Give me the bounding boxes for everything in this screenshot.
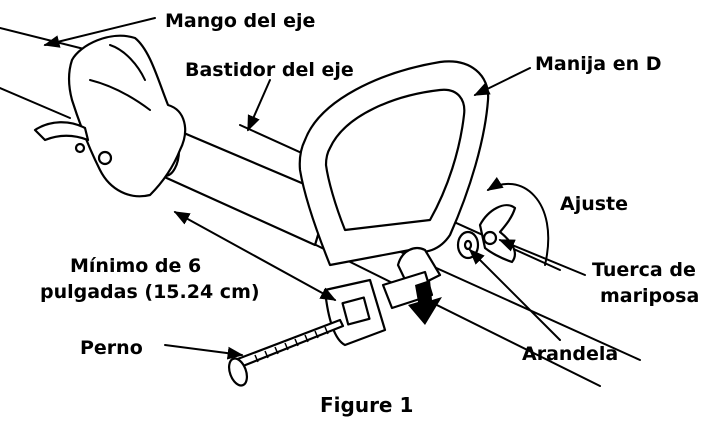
leader-washer — [468, 248, 561, 341]
label-shaft-handle: Mango del eje — [165, 10, 315, 32]
leader-d-handle — [473, 67, 531, 96]
shaft-handle-part — [33, 34, 187, 198]
label-wing-nut-line2: mariposa — [600, 285, 699, 307]
press-down-arrow — [408, 280, 442, 325]
figure-caption: Figure 1 — [320, 393, 413, 417]
d-handle-part — [298, 60, 490, 347]
label-washer: Arandela — [522, 343, 618, 365]
minimum-distance-arrow — [173, 211, 337, 301]
leader-bolt — [164, 344, 244, 360]
leader-shaft-housing — [247, 79, 271, 132]
label-minimum-line2: pulgadas (15.24 cm) — [40, 281, 260, 303]
label-d-handle: Manija en D — [535, 53, 662, 75]
wing-nut-part — [478, 204, 517, 264]
label-minimum-line1: Mínimo de 6 — [70, 255, 201, 277]
bolt-part — [227, 318, 345, 387]
label-bolt: Perno — [80, 337, 143, 359]
label-shaft-housing: Bastidor del eje — [185, 59, 354, 81]
leader-shaft-handle — [43, 17, 156, 48]
label-adjust: Ajuste — [560, 193, 628, 215]
leader-wing-nut — [498, 239, 586, 276]
label-wing-nut-line1: Tuerca de — [592, 259, 696, 281]
adjust-rotation-arrow — [486, 176, 550, 266]
